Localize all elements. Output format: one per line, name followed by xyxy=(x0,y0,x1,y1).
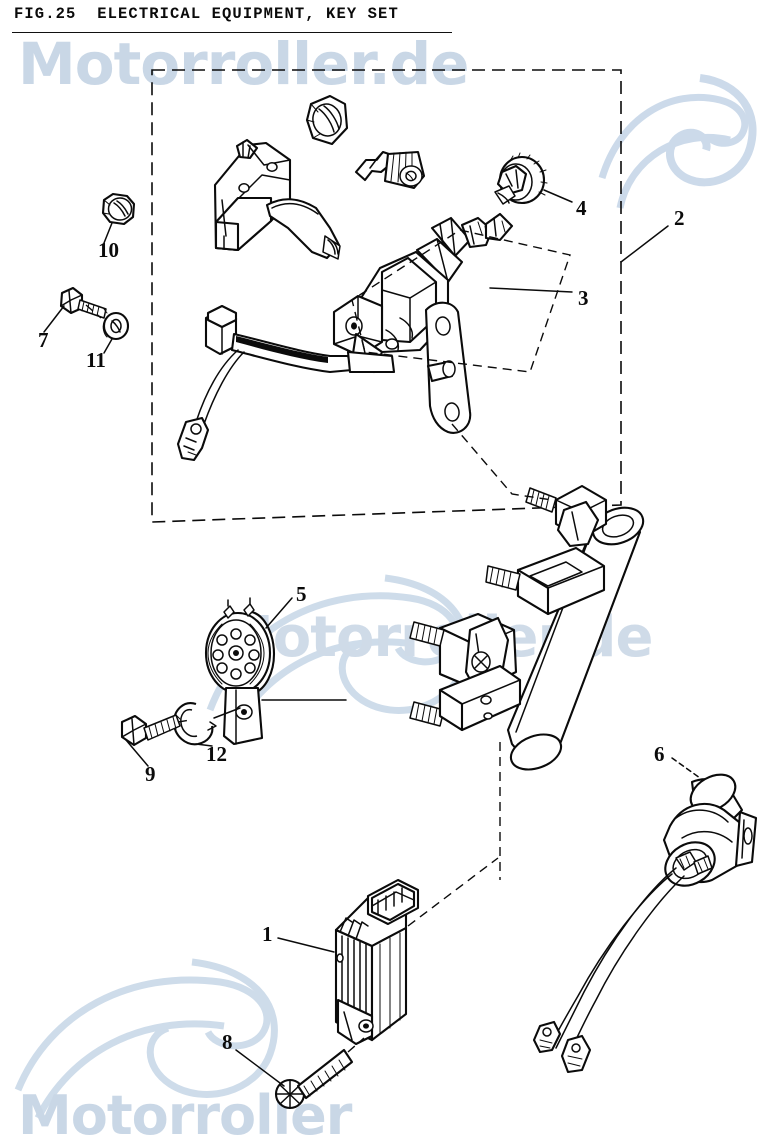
part-screw-tapping xyxy=(274,1048,354,1110)
leader-line-5 xyxy=(265,597,293,629)
leader-line-6 xyxy=(671,757,701,779)
part-bolt-horn-mount xyxy=(120,714,181,747)
leader-line-7 xyxy=(43,305,65,333)
part-washer-spring xyxy=(172,702,217,746)
part-ignition-key xyxy=(484,152,548,242)
leader-line-3 xyxy=(489,287,573,293)
callout-label-5: 5 xyxy=(296,582,307,606)
part-nut-lock xyxy=(101,192,136,226)
part-wire-harness xyxy=(176,304,396,462)
assembly-dash-8-cdi xyxy=(347,1037,365,1053)
assembly-dash-9-12 xyxy=(177,719,191,723)
part-washer-plain xyxy=(102,311,130,341)
callout-label-4: 4 xyxy=(576,196,587,220)
callout-label-12: 12 xyxy=(206,742,227,766)
key-set-group-box xyxy=(151,69,622,523)
leader-line-11 xyxy=(103,338,113,354)
part-bolt-flange xyxy=(59,286,108,319)
part-cdi-unit-regulator xyxy=(334,878,420,1046)
leader-line-12 xyxy=(195,743,213,747)
leader-line-8 xyxy=(235,1049,285,1087)
assembly-dash-cdi-mount xyxy=(407,857,499,927)
part-ignition-switch-lock xyxy=(332,216,494,434)
assembly-dash-lock-to-frame xyxy=(451,423,553,501)
part-key-barrel xyxy=(354,150,426,190)
leader-line-1 xyxy=(277,937,335,953)
callout-label-2: 2 xyxy=(674,206,685,230)
leader-line-9 xyxy=(125,739,149,767)
callout-label-9: 9 xyxy=(145,762,156,786)
assembly-dash-7-11 xyxy=(85,304,102,319)
leader-line-10 xyxy=(103,222,113,244)
part-steering-head-frame xyxy=(409,484,645,771)
part-flasher-relay xyxy=(532,773,758,1074)
callout-label-8: 8 xyxy=(222,1030,233,1054)
title-divider xyxy=(12,32,452,33)
callout-label-6: 6 xyxy=(654,742,665,766)
callout-label-7: 7 xyxy=(38,328,49,352)
part-horn xyxy=(204,597,276,746)
leader-line-12-assembly xyxy=(213,707,241,719)
page-title: FIG.25 ELECTRICAL EQUIPMENT, KEY SET xyxy=(14,5,399,23)
callout-label-11: 11 xyxy=(86,348,106,372)
part-handlebar-switch xyxy=(213,138,341,260)
callout-label-10: 10 xyxy=(98,238,119,262)
leader-line-2 xyxy=(620,225,669,263)
leader-line-4 xyxy=(543,189,573,203)
callout-label-3: 3 xyxy=(578,286,589,310)
key-lock-subgroup-dashes xyxy=(351,229,571,373)
part-hex-nut-top xyxy=(305,94,349,146)
callout-label-1: 1 xyxy=(262,922,273,946)
